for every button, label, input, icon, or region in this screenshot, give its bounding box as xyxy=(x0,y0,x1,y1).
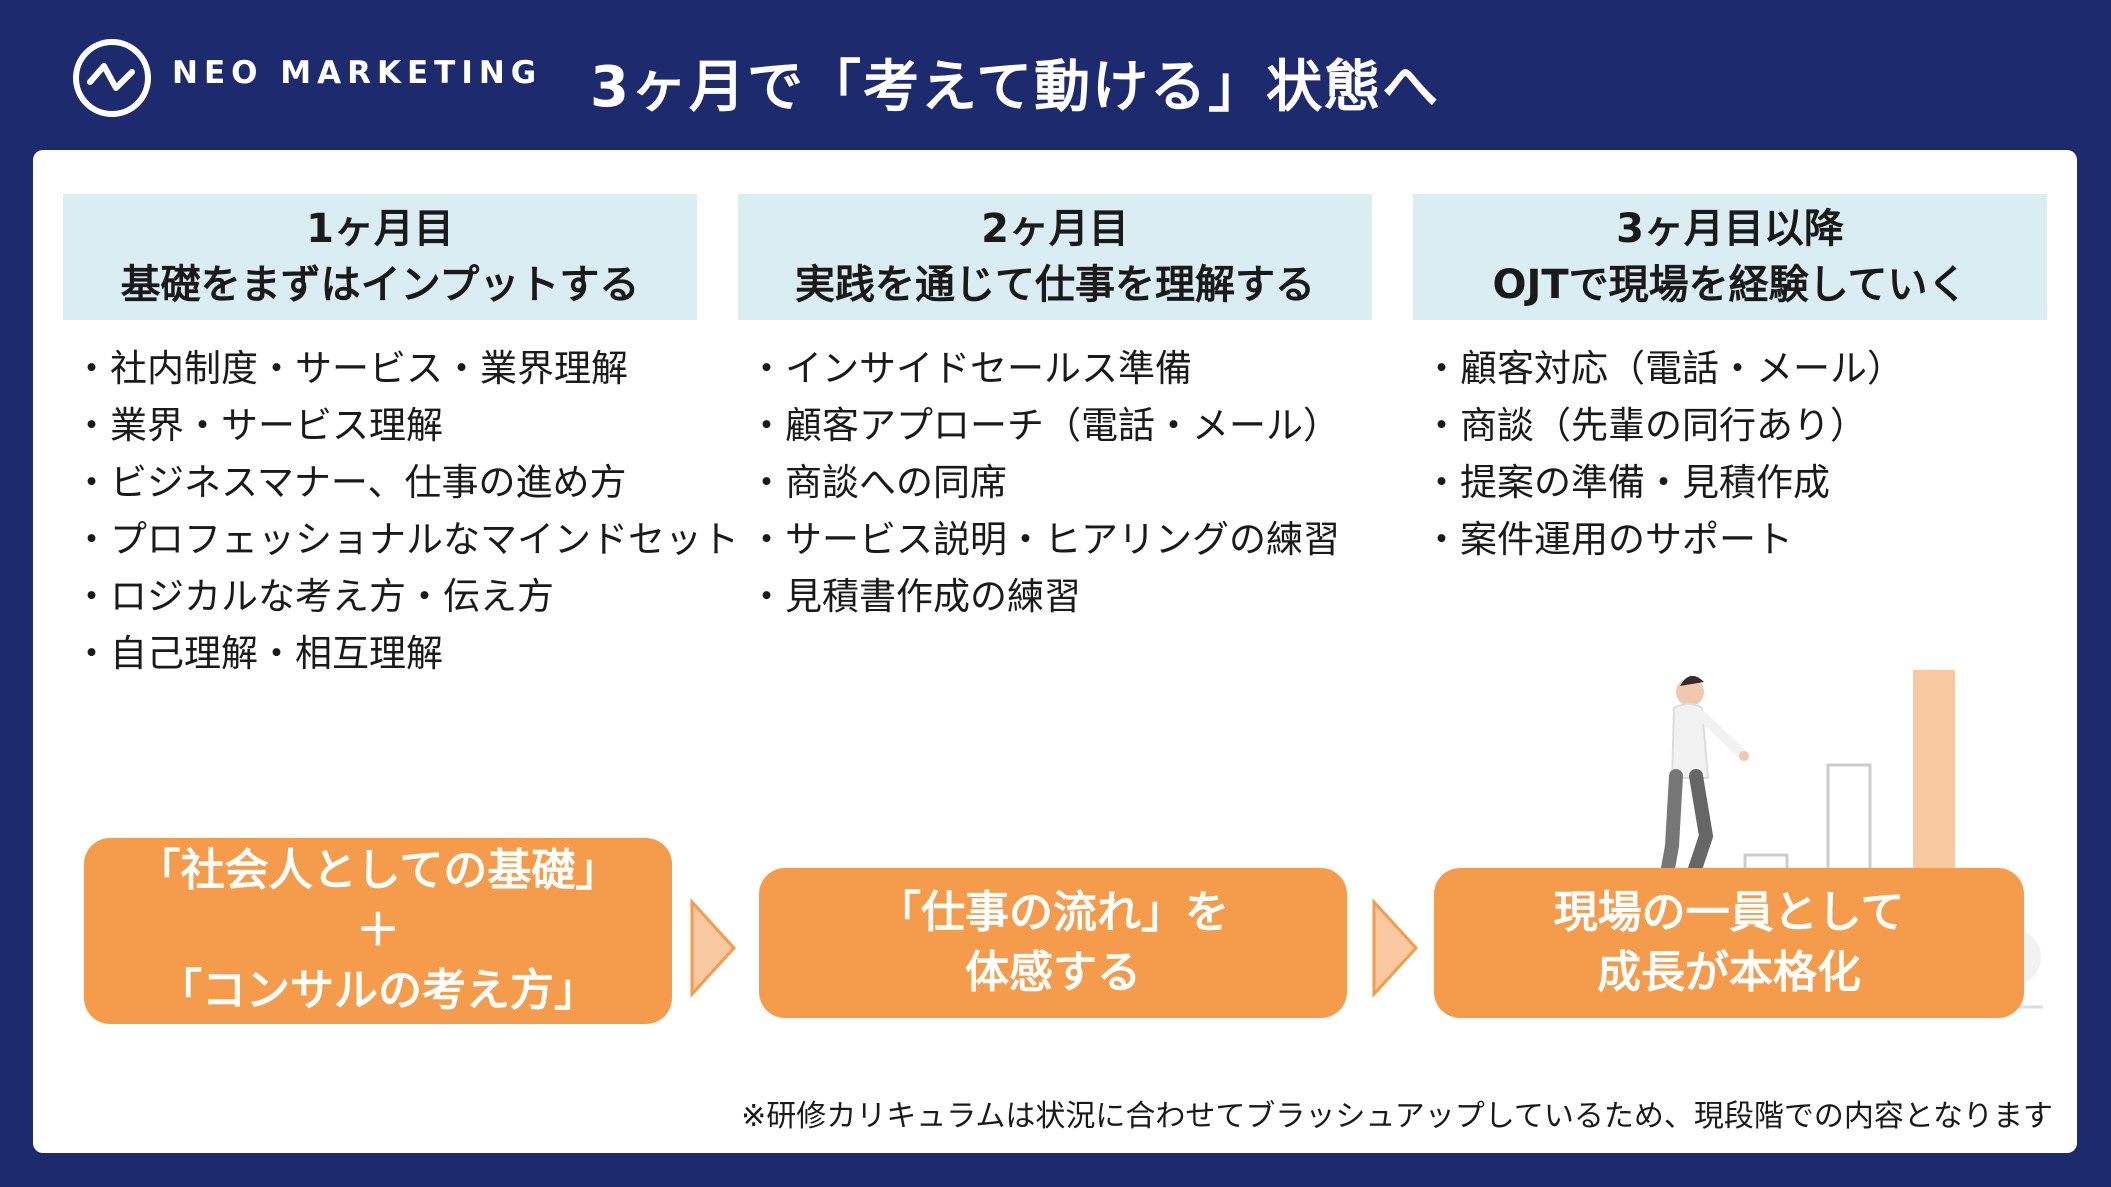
phase-3-list: 顧客対応（電話・メール） 商談（先輩の同行あり） 提案の準備・見積作成 案件運用… xyxy=(1423,340,1904,568)
chevron-right-icon xyxy=(1372,898,1419,998)
phase-1-list: 社内制度・サービス・業界理解 業界・サービス理解 ビジネスマナー、仕事の進め方 … xyxy=(73,340,739,682)
list-item: 見積書作成の練習 xyxy=(748,568,1340,625)
logo-icon xyxy=(73,39,151,117)
summary-line: 体感する xyxy=(965,947,1141,998)
phase-2-period: 2ヶ月目 xyxy=(981,206,1129,252)
list-item: 顧客アプローチ（電話・メール） xyxy=(748,397,1340,454)
page-title: 3ヶ月で「考えて動ける」状態へ xyxy=(590,55,1441,120)
summary-line: 現場の一員として xyxy=(1553,887,1905,938)
list-item: プロフェッショナルなマインドセット xyxy=(73,511,739,568)
phase-3-period: 3ヶ月目以降 xyxy=(1616,206,1844,252)
summary-line: 「仕事の流れ」を xyxy=(877,887,1229,938)
list-item: 案件運用のサポート xyxy=(1423,511,1904,568)
list-item: ビジネスマナー、仕事の進め方 xyxy=(73,454,739,511)
phase-1-period: 1ヶ月目 xyxy=(306,206,454,252)
phase-3-heading: 3ヶ月目以降 OJTで現場を経験していく xyxy=(1413,194,2047,320)
list-item: 業界・サービス理解 xyxy=(73,397,739,454)
footnote: ※研修カリキュラムは状況に合わせてブラッシュアップしているため、現段階での内容と… xyxy=(741,1099,2053,1134)
list-item: 顧客対応（電話・メール） xyxy=(1423,340,1904,397)
list-item: インサイドセールス準備 xyxy=(748,340,1340,397)
summary-line: ＋ xyxy=(356,905,400,956)
phase-3-summary: 現場の一員として 成長が本格化 xyxy=(1434,868,2024,1018)
list-item: サービス説明・ヒアリングの練習 xyxy=(748,511,1340,568)
phase-2-goal: 実践を通じて仕事を理解する xyxy=(795,262,1315,308)
summary-line: 成長が本格化 xyxy=(1597,947,1861,998)
list-item: 商談への同席 xyxy=(748,454,1340,511)
content-card: 1ヶ月目 基礎をまずはインプットする 社内制度・サービス・業界理解 業界・サービ… xyxy=(33,150,2077,1153)
list-item: 商談（先輩の同行あり） xyxy=(1423,397,1904,454)
phase-1-summary: 「社会人としての基礎」 ＋ 「コンサルの考え方」 xyxy=(84,838,672,1024)
phase-2-heading: 2ヶ月目 実践を通じて仕事を理解する xyxy=(738,194,1372,320)
list-item: 自己理解・相互理解 xyxy=(73,625,739,682)
phase-1-heading: 1ヶ月目 基礎をまずはインプットする xyxy=(63,194,697,320)
list-item: 提案の準備・見積作成 xyxy=(1423,454,1904,511)
phase-2-summary: 「仕事の流れ」を 体感する xyxy=(759,868,1347,1018)
phase-3-goal: OJTで現場を経験していく xyxy=(1492,262,1968,308)
summary-line: 「コンサルの考え方」 xyxy=(158,965,598,1016)
summary-line: 「社会人としての基礎」 xyxy=(136,845,620,896)
logo-text: NEO MARKETING xyxy=(172,55,543,91)
header: NEO MARKETING 3ヶ月で「考えて動ける」状態へ xyxy=(0,0,2111,150)
phase-1-goal: 基礎をまずはインプットする xyxy=(120,262,640,308)
list-item: ロジカルな考え方・伝え方 xyxy=(73,568,739,625)
list-item: 社内制度・サービス・業界理解 xyxy=(73,340,739,397)
chevron-right-icon xyxy=(690,898,737,998)
phase-2-list: インサイドセールス準備 顧客アプローチ（電話・メール） 商談への同席 サービス説… xyxy=(748,340,1340,625)
